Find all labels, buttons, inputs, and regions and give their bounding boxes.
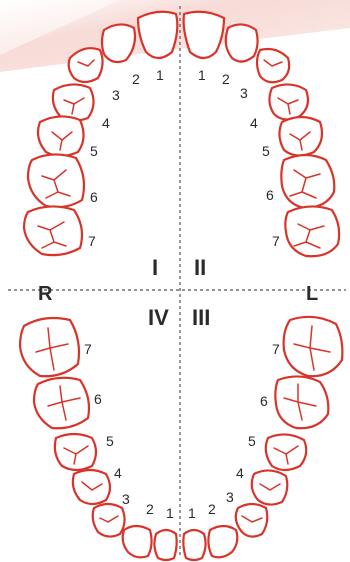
tooth-number: 3: [112, 87, 120, 103]
tooth-upper-left-2[interactable]: [224, 23, 259, 63]
tooth-number: 6: [266, 187, 274, 203]
tooth-number: 1: [188, 505, 196, 521]
tooth-upper-right-6[interactable]: [26, 153, 86, 209]
tooth-number: 7: [84, 341, 92, 357]
tooth-lower-right-7[interactable]: [18, 316, 81, 378]
tooth-lower-right-4[interactable]: [71, 468, 112, 506]
tooth-upper-left-1[interactable]: [182, 10, 226, 60]
upper-right-numbers: 1 2 3 4 5 6 7: [88, 67, 164, 249]
tooth-upper-right-3[interactable]: [67, 47, 104, 84]
tooth-lower-left-7[interactable]: [282, 315, 344, 378]
tooth-number: 1: [156, 67, 164, 83]
tooth-lower-right-1[interactable]: [153, 528, 178, 562]
tooth-number: 5: [90, 143, 98, 159]
tooth-lower-left-3[interactable]: [234, 502, 269, 538]
tooth-number: 2: [132, 71, 140, 87]
tooth-upper-right-2[interactable]: [100, 23, 137, 64]
quadrant-label-3: III: [192, 305, 210, 330]
quadrant-label-1: I: [152, 255, 158, 280]
tooth-number: 3: [122, 491, 130, 507]
tooth-lower-left-5[interactable]: [264, 433, 308, 472]
side-label-right: R: [38, 283, 53, 305]
tooth-upper-right-4[interactable]: [51, 83, 95, 122]
tooth-number: 4: [236, 465, 244, 481]
quadrant-label-2: II: [194, 255, 206, 280]
tooth-upper-left-7[interactable]: [284, 205, 341, 258]
tooth-lower-right-6[interactable]: [32, 376, 91, 430]
tooth-lower-right-5[interactable]: [53, 432, 98, 472]
tooth-number: 4: [114, 465, 122, 481]
tooth-number: 6: [94, 391, 102, 407]
tooth-number: 2: [146, 501, 154, 517]
tooth-upper-left-5[interactable]: [278, 115, 324, 157]
tooth-upper-right-1[interactable]: [136, 10, 179, 60]
tooth-number: 5: [248, 433, 256, 449]
tooth-number: 5: [262, 143, 270, 159]
lower-right-numbers: 1 2 3 4 5 6 7: [84, 341, 174, 521]
tooth-number: 7: [88, 233, 96, 249]
tooth-number: 6: [260, 393, 268, 409]
tooth-number: 4: [250, 115, 258, 131]
tooth-lower-right-3[interactable]: [91, 502, 126, 538]
tooth-upper-right-7[interactable]: [22, 205, 84, 257]
tooth-lower-left-6[interactable]: [274, 375, 330, 430]
tooth-lower-right-2[interactable]: [121, 524, 153, 559]
tooth-number: 7: [272, 341, 280, 357]
tooth-lower-left-1[interactable]: [182, 528, 207, 562]
tooth-upper-left-6[interactable]: [280, 153, 336, 210]
side-label-left: L: [306, 283, 318, 305]
lower-left-numbers: 1 2 3 4 5 6 7: [188, 341, 280, 521]
tooth-upper-left-4[interactable]: [268, 83, 310, 121]
upper-left-numbers: 1 2 3 4 5 6 7: [198, 67, 280, 249]
tooth-number: 7: [272, 233, 280, 249]
tooth-upper-right-5[interactable]: [36, 115, 85, 158]
tooth-number: 2: [222, 71, 230, 87]
tooth-upper-left-3[interactable]: [255, 47, 291, 84]
tooth-lower-left-4[interactable]: [250, 469, 289, 506]
tooth-number: 5: [106, 433, 114, 449]
tooth-number: 6: [90, 189, 98, 205]
tooth-number: 1: [166, 505, 174, 521]
tooth-number: 4: [102, 115, 110, 131]
tooth-number: 2: [208, 501, 216, 517]
tooth-number: 3: [226, 489, 234, 505]
tooth-number: 3: [240, 85, 248, 101]
quadrant-label-4: IV: [148, 305, 169, 330]
tooth-number: 1: [198, 67, 206, 83]
tooth-lower-left-2[interactable]: [207, 524, 239, 559]
